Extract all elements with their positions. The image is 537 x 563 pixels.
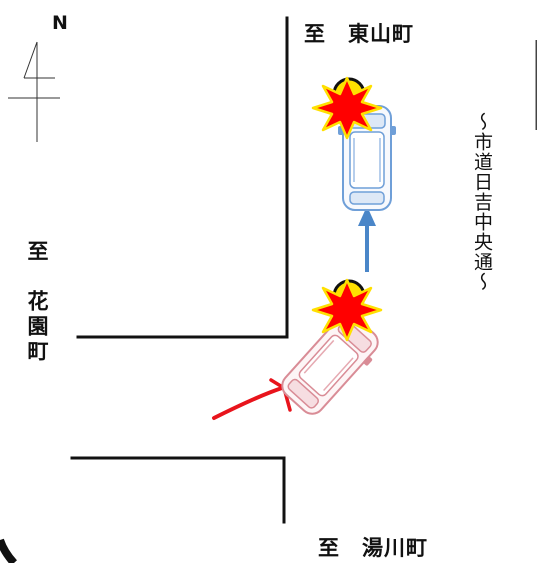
north-label: N <box>52 12 68 34</box>
road-edge-southwest <box>70 456 286 524</box>
destination-north-label: 至 東山町 <box>304 22 414 46</box>
collision-burst-icon <box>311 278 383 342</box>
vehicle-b-car-icon <box>338 105 396 211</box>
turn-arrow <box>212 378 292 420</box>
collision-burst-icon <box>311 76 383 140</box>
vehicle-a-car-icon <box>281 313 379 415</box>
road-edge-northwest <box>76 16 289 339</box>
destination-south-label: 至 湯川町 <box>318 536 428 560</box>
frame-fragment-corner <box>0 538 17 563</box>
destination-west-label: 至 花園町 <box>25 240 49 365</box>
street-name-label: ～市道日吉中央通～ <box>471 112 493 292</box>
north-arrow-icon <box>8 41 60 142</box>
straight-arrow <box>358 206 376 272</box>
